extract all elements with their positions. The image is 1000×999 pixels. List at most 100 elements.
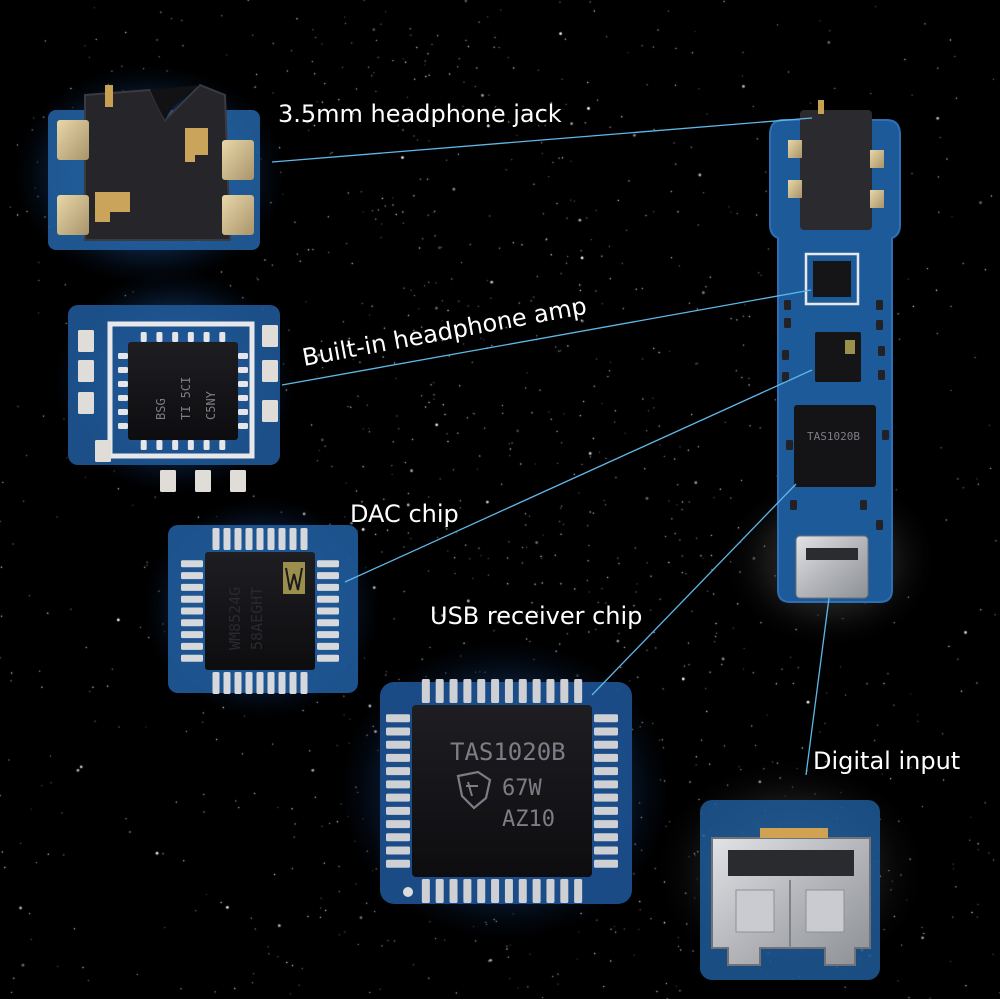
chip-pin <box>504 679 513 703</box>
board-passive <box>876 520 883 530</box>
chip-pin <box>223 528 231 550</box>
passive-component <box>78 330 94 352</box>
chip-pin <box>546 679 555 703</box>
board-passive <box>876 320 883 330</box>
chip-pin <box>187 332 194 342</box>
chip-pin <box>463 879 472 903</box>
dac-pins <box>181 528 339 694</box>
chip-pin <box>317 595 339 603</box>
chip-pin <box>435 879 444 903</box>
chip-pin <box>140 440 147 450</box>
callout-line-usb-chip <box>591 483 797 696</box>
chip-pin <box>238 423 248 429</box>
passive-component <box>262 400 278 422</box>
chip-pin <box>118 381 128 387</box>
chip-pin <box>118 395 128 401</box>
chip-pin <box>300 528 308 550</box>
chip-pin <box>118 423 128 429</box>
dac-mark-line-2: 58AEGHT <box>248 587 266 650</box>
micro-usb-port-icon <box>711 828 871 966</box>
chip-pin <box>594 727 618 736</box>
chip-pin <box>532 879 541 903</box>
chip-pin <box>238 353 248 359</box>
chip-pin <box>594 753 618 762</box>
chip-pin <box>118 367 128 373</box>
passive-component <box>78 392 94 414</box>
chip-pin <box>118 409 128 415</box>
chip-pin <box>386 714 410 723</box>
chip-pin <box>594 793 618 802</box>
chip-pin <box>172 332 179 342</box>
chip-pin <box>449 879 458 903</box>
chip-pin <box>546 879 555 903</box>
board-passive <box>878 346 885 356</box>
chip-pin <box>156 332 163 342</box>
chip-pin <box>594 767 618 776</box>
board-passive <box>782 350 789 360</box>
passive-component <box>262 360 278 382</box>
chip-pin <box>278 672 286 694</box>
headphone-jack-icon <box>57 83 254 241</box>
chip-pin <box>317 619 339 627</box>
chip-pin <box>140 332 147 342</box>
chip-pin <box>386 767 410 776</box>
passive-component <box>95 440 111 462</box>
chip-pin <box>463 679 472 703</box>
chip-pin <box>219 440 226 450</box>
chip-pin <box>518 879 527 903</box>
usb-receiver-pins <box>386 679 618 903</box>
passive-component <box>78 360 94 382</box>
chip-pin <box>560 679 569 703</box>
chip-pin <box>172 440 179 450</box>
chip-pin <box>256 528 264 550</box>
chip-pin <box>212 672 220 694</box>
chip-pin <box>594 740 618 749</box>
zoom-headphone-jack <box>15 65 285 285</box>
chip-pin <box>421 679 430 703</box>
label-headphone-amp: Built-in headphone amp <box>300 292 589 372</box>
chip-pin <box>386 740 410 749</box>
passive-component <box>230 470 246 492</box>
chip-pin <box>386 806 410 815</box>
chip-pin <box>317 560 339 568</box>
board-passive <box>876 300 883 310</box>
chip-pin <box>594 859 618 868</box>
chip-pin <box>181 607 203 615</box>
chip-pin <box>300 672 308 694</box>
chip-pin <box>181 560 203 568</box>
chip-pin <box>238 367 248 373</box>
chip-pin <box>518 679 527 703</box>
chip-pin <box>574 879 583 903</box>
amp-mark-line-1: BSG <box>154 398 168 420</box>
ti-logo-icon <box>456 770 492 810</box>
callout-line-digital-input <box>805 597 830 776</box>
chip-pin <box>223 672 231 694</box>
chip-pin <box>594 714 618 723</box>
board-passives <box>782 300 889 530</box>
chip-pin <box>181 595 203 603</box>
dac-chip-marking: WM8524G 58AEGHT <box>226 587 266 650</box>
amp-chip-marking: BSG TI 5CI C5NY <box>154 377 218 420</box>
chip-pin <box>278 528 286 550</box>
chip-pin <box>594 833 618 842</box>
chip-pin <box>238 395 248 401</box>
chip-pin <box>386 780 410 789</box>
chip-pin <box>421 879 430 903</box>
usb-mark-line-1: TAS1020B <box>450 738 566 766</box>
board-passive <box>782 372 789 382</box>
usb-mark-line-2: 67W <box>502 776 542 801</box>
chip-pin <box>245 528 253 550</box>
chip-pin <box>594 820 618 829</box>
chip-pin <box>594 806 618 815</box>
chip-pin <box>574 679 583 703</box>
chip-pin <box>594 846 618 855</box>
chip-pin <box>219 332 226 342</box>
chip-pin <box>477 679 486 703</box>
chip-pin <box>234 528 242 550</box>
chip-pin <box>289 528 297 550</box>
chip-pin <box>234 672 242 694</box>
chip-pin <box>181 619 203 627</box>
chip-pin <box>181 572 203 580</box>
chip-pin <box>267 528 275 550</box>
pcb-board: TAS1020B <box>720 100 940 650</box>
